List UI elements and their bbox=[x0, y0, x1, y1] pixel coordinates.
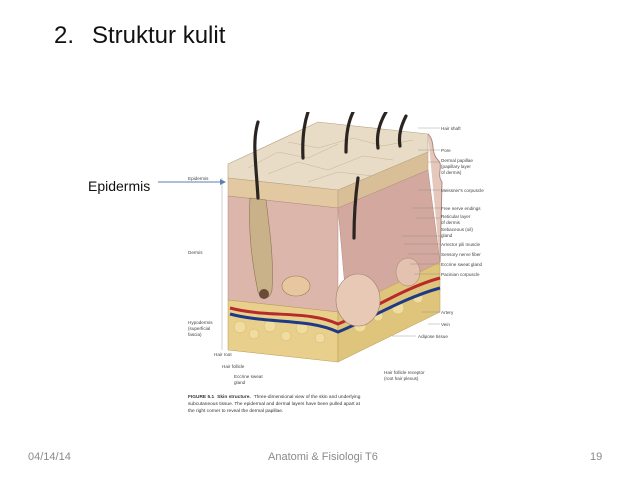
hair-shafts bbox=[253, 112, 408, 240]
label-arrector-pili: Arrector pili muscle bbox=[441, 242, 481, 247]
label-adipose: Adipose tissue bbox=[418, 334, 448, 339]
label-epidermis-small: Epidermis bbox=[188, 176, 209, 181]
caption-line2: subcutaneous tissue. The epidermal and d… bbox=[188, 401, 361, 407]
slide-title-number: 2. bbox=[54, 22, 75, 49]
label-eccrine-sweat: Eccrine sweat gland bbox=[441, 262, 483, 267]
bottom-labels: Hair root Hair follicle Eccrine sweat gl… bbox=[214, 352, 425, 385]
label-pore: Pore bbox=[441, 148, 451, 153]
label-root-hair-plexus: (root hair plexus) bbox=[384, 376, 419, 381]
caption-title: FIGURE 5.1 bbox=[188, 394, 214, 400]
label-gland-bottom: gland bbox=[234, 380, 246, 385]
label-papillary-layer: (papillary layer bbox=[441, 164, 471, 169]
caption-line3: the right corner to reveal the dermal pa… bbox=[188, 408, 283, 414]
footer-date: 04/14/14 bbox=[28, 451, 71, 463]
label-follicle-receptor: Hair follicle receptor bbox=[384, 370, 425, 375]
dermal-papillae bbox=[427, 133, 443, 263]
footer-title: Anatomi & Fisiologi T6 bbox=[268, 451, 378, 463]
label-dermal-papillae: Dermal papillae bbox=[441, 158, 473, 163]
label-fascia: fascia) bbox=[188, 332, 202, 337]
label-sebaceous-gland: Sebaceous (oil) bbox=[441, 227, 473, 232]
epidermis-callout: Epidermis bbox=[88, 178, 151, 194]
label-vein: Vein bbox=[441, 322, 450, 327]
hair-follicle-receptor bbox=[335, 273, 381, 327]
vein bbox=[229, 286, 441, 334]
label-eccrine-sweat-bottom: Eccrine sweat bbox=[234, 374, 263, 379]
callout-arrow bbox=[158, 179, 226, 185]
label-of-dermis-2: of dermis bbox=[441, 220, 461, 225]
label-pacinian: Pacinian corpuscle bbox=[441, 272, 480, 277]
label-dermis: Dermis bbox=[188, 250, 203, 255]
slide-title: 2. Struktur kulit bbox=[54, 22, 225, 50]
left-labels: Epidermis Dermis Hypodermis (superficial… bbox=[188, 176, 213, 337]
label-hypodermis: Hypodermis bbox=[188, 320, 213, 325]
label-meissners-corpuscle: Meissner's corpuscle bbox=[441, 188, 484, 193]
label-superficial: (superficial bbox=[188, 326, 210, 331]
label-of-dermis-1: of dermis) bbox=[441, 170, 462, 175]
right-labels: Hair shaft Pore Dermal papillae (papilla… bbox=[418, 126, 484, 339]
label-artery: Artery bbox=[441, 310, 454, 315]
label-hair-shaft: Hair shaft bbox=[441, 126, 461, 131]
leader-lines bbox=[221, 127, 440, 350]
caption-line1: Three-dimensional view of the skin and u… bbox=[254, 394, 361, 400]
label-hair-follicle: Hair follicle bbox=[222, 364, 245, 369]
sebaceous-gland bbox=[281, 275, 311, 297]
caption-bold: Skin structure. bbox=[217, 394, 251, 400]
label-gland: gland bbox=[441, 233, 453, 238]
footer-page-number: 19 bbox=[590, 451, 603, 463]
dermis-layer bbox=[227, 195, 339, 313]
label-reticular-layer: Reticular layer bbox=[441, 214, 471, 219]
slide-title-text: Struktur kulit bbox=[92, 22, 226, 49]
surface-texture bbox=[247, 137, 414, 183]
artery bbox=[229, 276, 441, 326]
skin-structure-figure: Hair shaft Pore Dermal papillae (papilla… bbox=[188, 112, 484, 414]
label-free-nerve-endings: Free nerve endings bbox=[441, 206, 481, 211]
label-hair-root: Hair root bbox=[214, 352, 232, 357]
label-sensory-nerve: Sensory nerve fiber bbox=[441, 252, 481, 257]
